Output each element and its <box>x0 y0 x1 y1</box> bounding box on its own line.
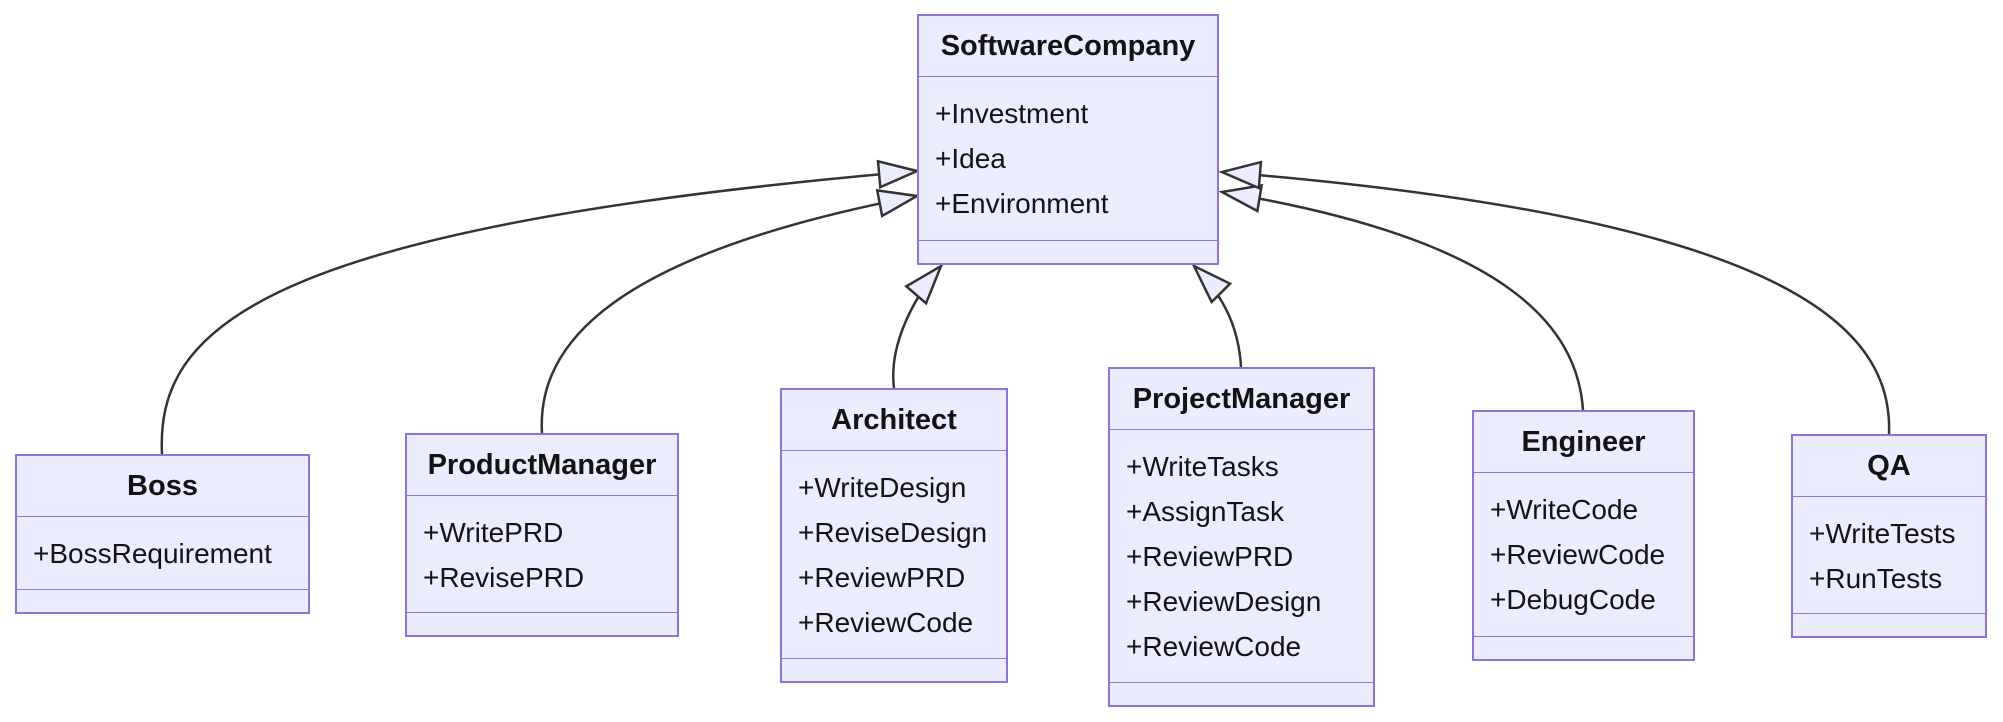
attribute-row: +ReviewCode <box>1490 539 1666 570</box>
attribute-row: +RunTests <box>1809 563 1943 594</box>
class-attributes-qa: +WriteTests +RunTests <box>1793 497 1985 613</box>
attribute-row: +ReviewCode <box>798 607 974 638</box>
class-box-architect: Architect +WriteDesign +ReviseDesign +Re… <box>780 388 1008 683</box>
class-box-softwarecompany: SoftwareCompany +Investment +Idea +Envir… <box>917 14 1219 265</box>
class-methods-projectmanager <box>1110 682 1373 705</box>
class-title-qa: QA <box>1793 436 1985 497</box>
inheritance-edge-architect-softwarecompany <box>892 263 944 389</box>
class-box-projectmanager: ProjectManager +WriteTasks +AssignTask +… <box>1108 367 1375 707</box>
class-box-productmanager: ProductManager +WritePRD +RevisePRD <box>405 433 679 637</box>
attribute-row: +DebugCode <box>1490 584 1656 615</box>
class-box-engineer: Engineer +WriteCode +ReviewCode +DebugCo… <box>1472 410 1695 661</box>
attribute-row: +WriteTests <box>1809 518 1956 549</box>
class-attributes-softwarecompany: +Investment +Idea +Environment <box>919 77 1217 240</box>
attribute-row: +ReviewCode <box>1126 631 1302 662</box>
class-methods-softwarecompany <box>919 240 1217 263</box>
class-attributes-engineer: +WriteCode +ReviewCode +DebugCode <box>1474 473 1693 636</box>
attribute-row: +ReviewDesign <box>1126 586 1322 617</box>
class-title-productmanager: ProductManager <box>407 435 677 496</box>
inheritance-edge-qa-softwarecompany <box>1218 160 1891 435</box>
inheritance-edge-engineer-softwarecompany <box>1218 183 1585 411</box>
attribute-row: +Investment <box>935 98 1089 129</box>
attribute-row: +WriteDesign <box>798 472 967 503</box>
class-title-architect: Architect <box>782 390 1006 451</box>
class-methods-productmanager <box>407 612 677 635</box>
inheritance-edge-productmanager-softwarecompany <box>540 188 921 434</box>
attribute-row: +Idea <box>935 143 1006 174</box>
attribute-row: +ReviewPRD <box>798 562 966 593</box>
inheritance-edge-boss-softwarecompany <box>160 159 921 455</box>
class-attributes-productmanager: +WritePRD +RevisePRD <box>407 496 677 612</box>
attribute-row: +WritePRD <box>423 517 564 548</box>
class-methods-qa <box>1793 613 1985 636</box>
class-title-projectmanager: ProjectManager <box>1110 369 1373 430</box>
attribute-row: +ReviewPRD <box>1126 541 1294 572</box>
class-title-boss: Boss <box>17 456 308 517</box>
attribute-row: +ReviseDesign <box>798 517 988 548</box>
class-attributes-projectmanager: +WriteTasks +AssignTask +ReviewPRD +Revi… <box>1110 430 1373 682</box>
class-title-softwarecompany: SoftwareCompany <box>919 16 1217 77</box>
class-attributes-boss: +BossRequirement <box>17 517 308 589</box>
attribute-row: +BossRequirement <box>33 538 272 569</box>
attribute-row: +WriteCode <box>1490 494 1639 525</box>
class-attributes-architect: +WriteDesign +ReviseDesign +ReviewPRD +R… <box>782 451 1006 658</box>
class-methods-architect <box>782 658 1006 681</box>
class-methods-engineer <box>1474 636 1693 659</box>
attribute-row: +RevisePRD <box>423 562 585 593</box>
class-box-boss: Boss +BossRequirement <box>15 454 310 614</box>
class-methods-boss <box>17 589 308 612</box>
class-box-qa: QA +WriteTests +RunTests <box>1791 434 1987 638</box>
attribute-row: +Environment <box>935 188 1109 219</box>
attribute-row: +WriteTasks <box>1126 451 1279 482</box>
attribute-row: +AssignTask <box>1126 496 1284 527</box>
class-title-engineer: Engineer <box>1474 412 1693 473</box>
inheritance-edge-projectmanager-softwarecompany <box>1191 263 1243 368</box>
